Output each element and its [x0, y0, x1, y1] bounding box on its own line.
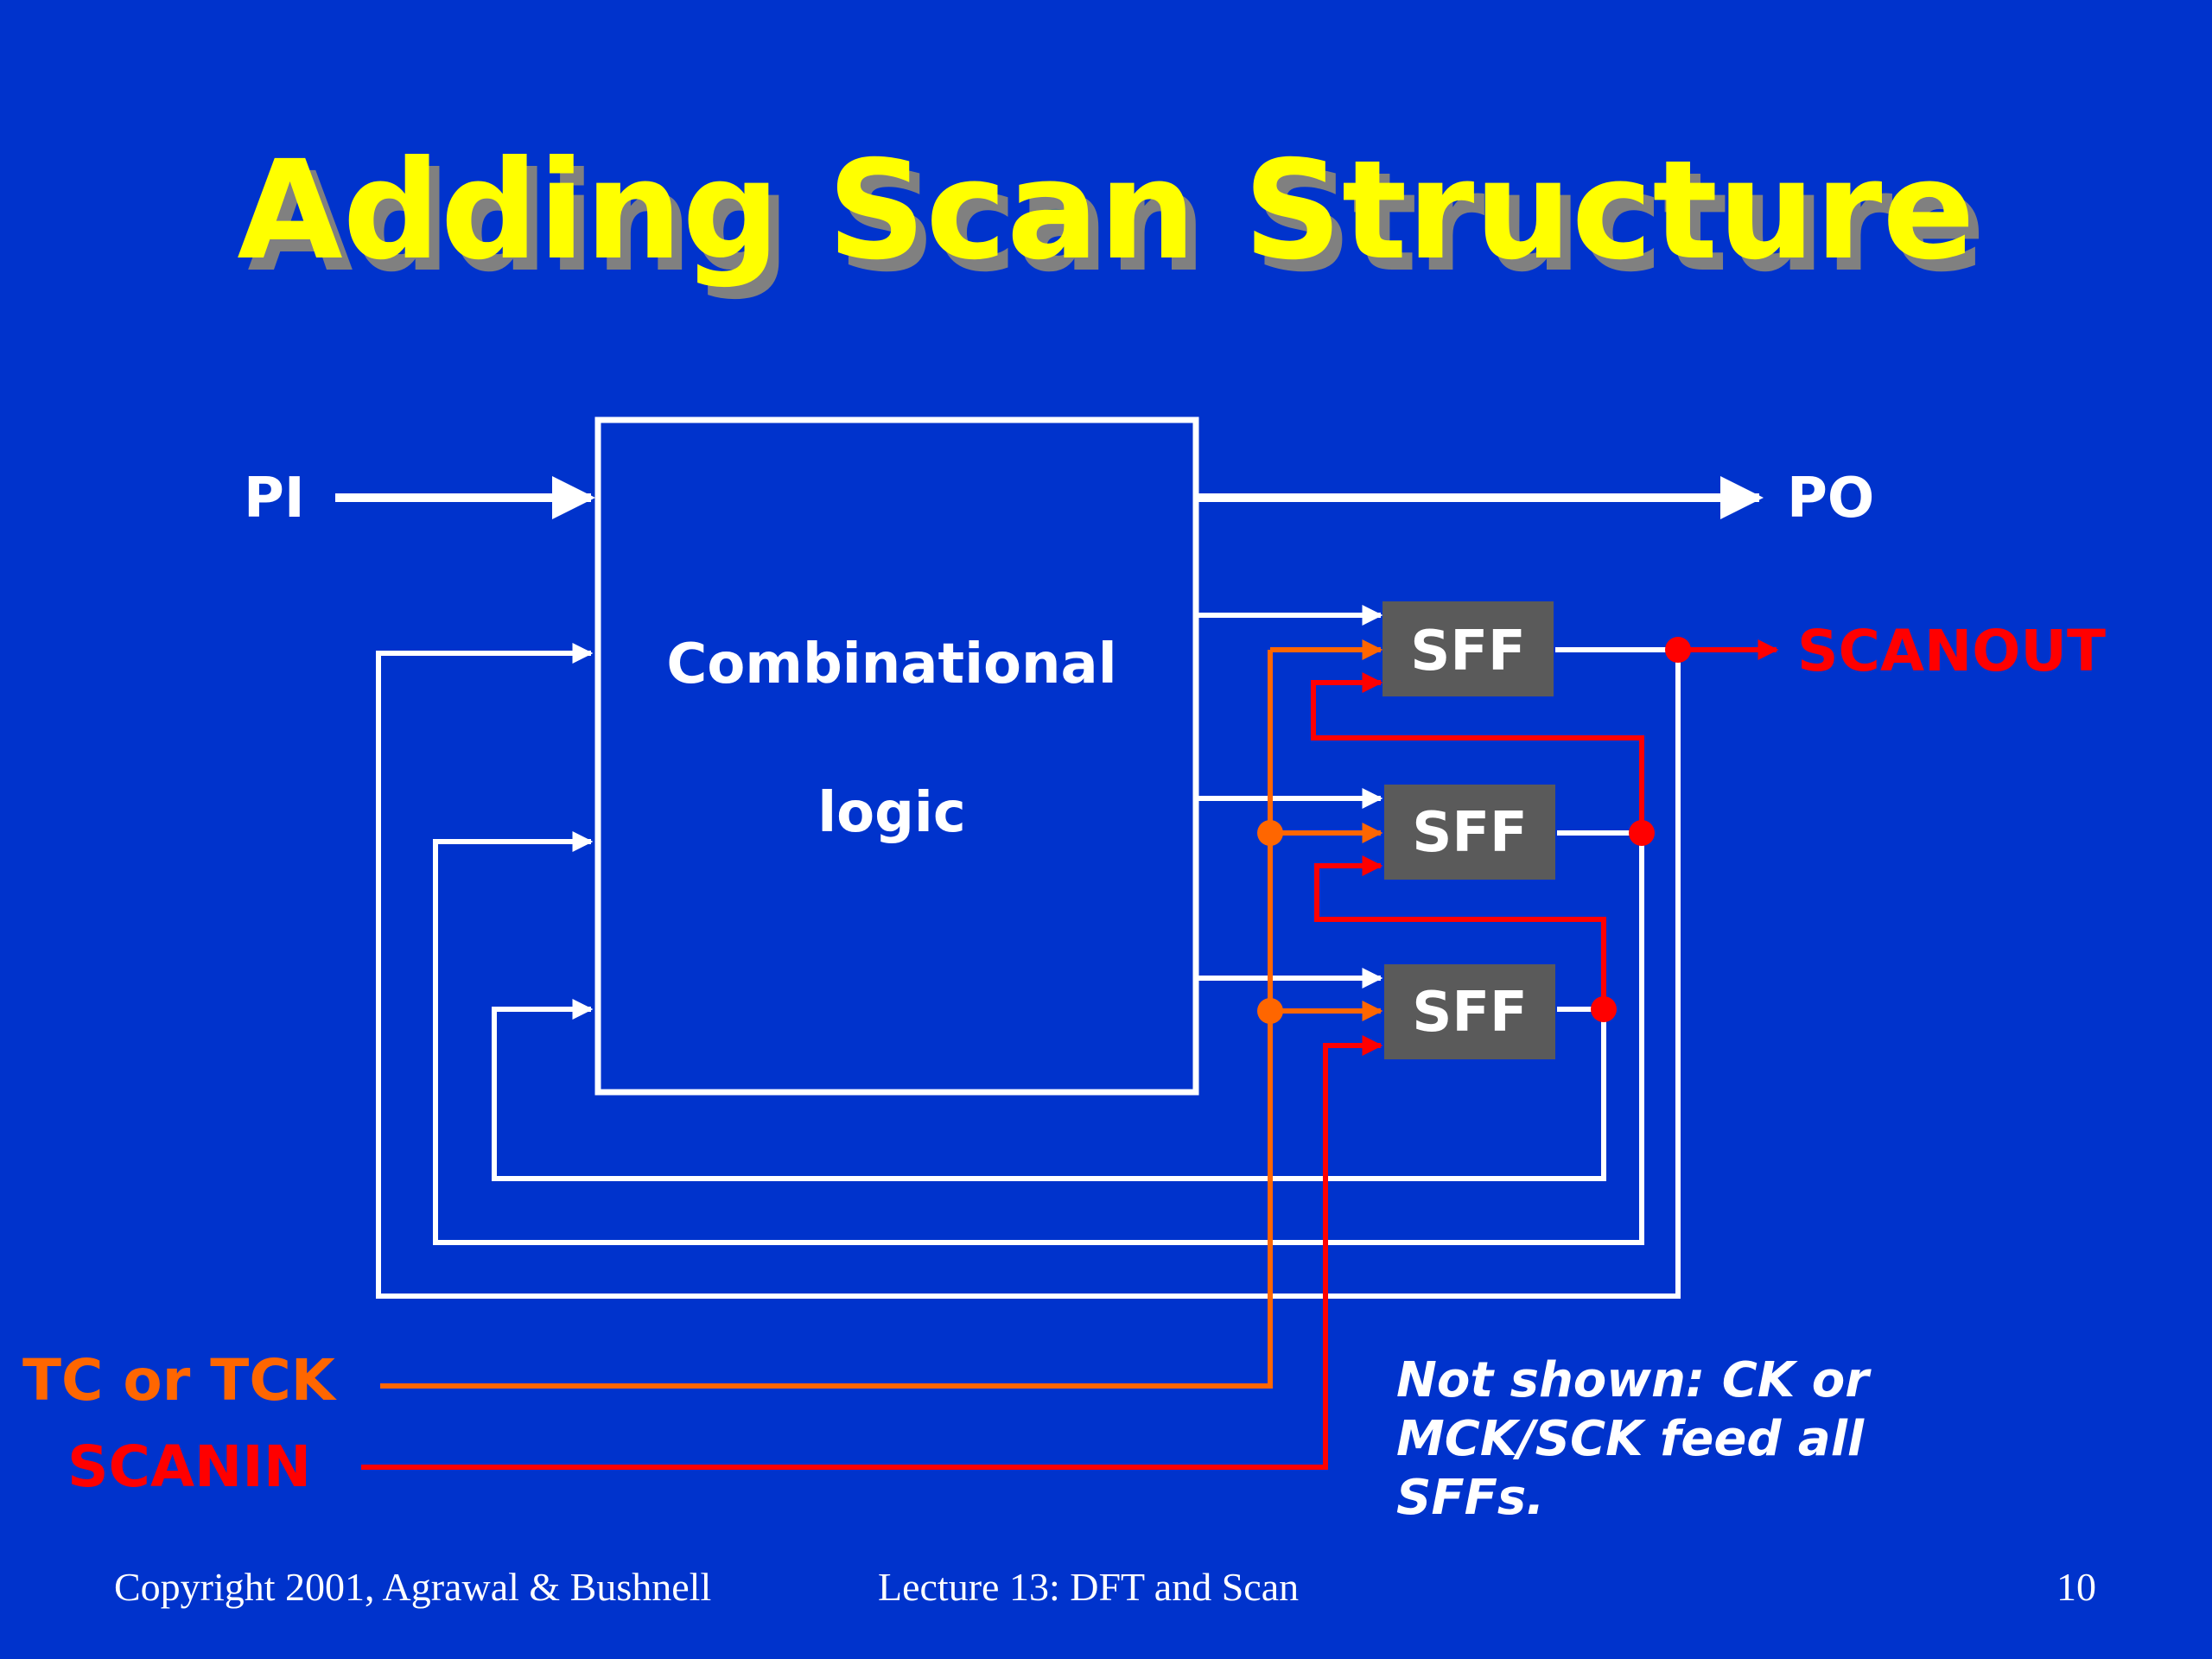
- combinational-label-line1: Combinational: [666, 632, 1116, 696]
- tc-wire: [380, 650, 1273, 1389]
- po-label: PO: [1787, 467, 1874, 531]
- note-line-3: SFFs.: [1396, 1470, 1544, 1526]
- sff-2-label: SFF: [1412, 801, 1528, 865]
- combinational-label-line2: logic: [817, 781, 966, 845]
- pi-label: PI: [244, 467, 305, 531]
- scan-sff3-to-sff2: [1314, 855, 1606, 1009]
- footer-lecture: Lecture 13: DFT and Scan: [878, 1565, 1299, 1609]
- tc-label: TC or TCK: [22, 1347, 338, 1414]
- footer-copyright: Copyright 2001, Agrawal & Bushnell: [114, 1565, 711, 1609]
- feedback-loop-middle: [433, 830, 1644, 1245]
- sff-3-label: SFF: [1412, 981, 1528, 1045]
- note-line-1: Not shown: CK or: [1396, 1352, 1872, 1408]
- scan-sff2-to-sff1: [1311, 672, 1644, 833]
- feedback-loop-outer: [376, 643, 1681, 1299]
- tc-junction-dot-2: [1257, 998, 1283, 1024]
- scanin-wire: [361, 1035, 1383, 1470]
- combinational-logic-block: [594, 416, 1199, 1096]
- sff-1-label: SFF: [1410, 620, 1526, 683]
- title-shadow: Adding Scan Structure: [247, 143, 1985, 302]
- sff-3: SFF: [1384, 964, 1555, 1059]
- footer-page-number: 10: [2056, 1565, 2096, 1609]
- sff-1: SFF: [1382, 601, 1554, 696]
- sff-2: SFF: [1384, 785, 1555, 880]
- scan-junction-dot-2: [1629, 820, 1655, 846]
- scan-junction-dot-3: [1591, 996, 1617, 1022]
- scanout-label: SCANOUT: [1797, 618, 2106, 684]
- slide-title: Adding Scan Structure: [237, 131, 1974, 290]
- note-line-2: MCK/SCK feed all: [1396, 1411, 1865, 1467]
- tc-junction-dot-1: [1257, 820, 1283, 846]
- scanin-label: SCANIN: [67, 1433, 311, 1500]
- scan-junction-dot-1: [1665, 637, 1691, 663]
